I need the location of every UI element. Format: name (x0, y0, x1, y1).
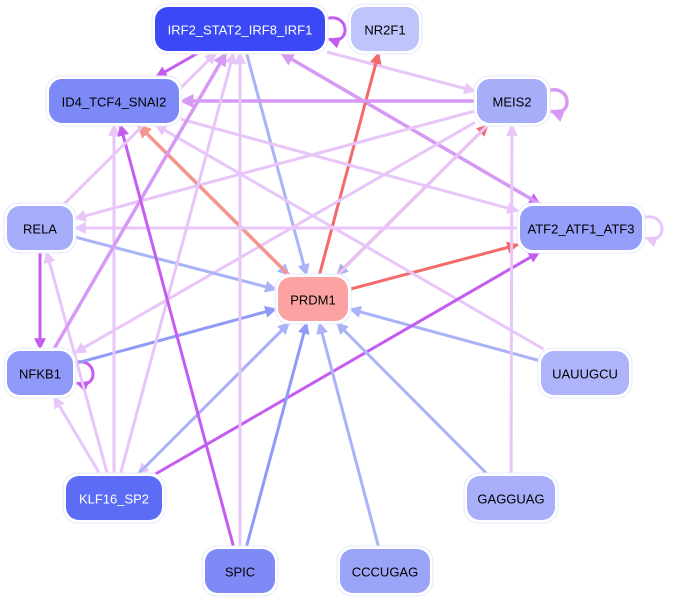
node-box (205, 549, 275, 593)
edge-rela-to-prdm1 (74, 235, 278, 293)
edge-spic-to-prdm1 (244, 321, 310, 548)
node-label: KLF16_SP2 (79, 492, 149, 507)
edge-meis2-to-rela (73, 109, 476, 222)
node-nfkb1[interactable]: NFKB1 (3, 347, 77, 399)
node-label: GAGGUAG (477, 492, 544, 507)
node-label: UAUUGCU (552, 367, 618, 382)
node-box (7, 351, 73, 395)
edge-meis2-to-meis2 (546, 88, 569, 122)
edge-klf16-sp2-to-atf2-atf1-atf3 (154, 250, 541, 476)
edge-nfkb1-to-prdm1 (74, 306, 278, 365)
node-uauugcu[interactable]: UAUUGCU (537, 347, 633, 399)
node-klf16-sp2[interactable]: KLF16_SP2 (62, 472, 166, 524)
node-label: IRF2_STAT2_IRF8_IRF1 (168, 23, 313, 38)
edge-meis2-to-nfkb1 (73, 121, 476, 355)
edge-uauugcu-to-prdm1 (348, 306, 540, 362)
node-box (278, 277, 348, 321)
edge-irf2-stat2-irf8-irf1-to-irf2-stat2-irf8-irf1 (324, 16, 347, 49)
node-prdm1[interactable]: PRDM1 (274, 273, 352, 325)
node-box (49, 79, 179, 123)
node-box (520, 206, 642, 250)
edge-prdm1-to-atf2-atf1-atf3 (349, 241, 520, 291)
node-label: PRDM1 (290, 293, 336, 308)
node-box (66, 476, 162, 520)
node-box (340, 549, 430, 593)
edge-spic-to-id4-tcf4-snai2 (117, 123, 236, 548)
edge-id4-tcf4-snai2-to-atf2-atf1-atf3 (180, 117, 520, 214)
node-label: SPIC (225, 565, 255, 580)
node-label: ID4_TCF4_SNAI2 (62, 95, 167, 110)
node-nr2f1[interactable]: NR2F1 (347, 3, 423, 55)
node-box (155, 7, 325, 51)
node-atf2-atf1-atf3[interactable]: ATF2_ATF1_ATF3 (516, 202, 646, 254)
node-label: RELA (23, 222, 57, 237)
edge-gagguag-to-prdm1 (335, 321, 489, 476)
node-label: CCCUGAG (352, 565, 418, 580)
edge-rela-to-irf2-stat2-irf8-irf1 (63, 51, 217, 206)
node-label: MEIS2 (492, 95, 531, 110)
edge-cccugag-to-prdm1 (316, 321, 381, 548)
edge-klf16-sp2-to-nfkb1 (52, 395, 102, 475)
edge-gagguag-to-meis2 (505, 123, 518, 475)
node-gagguag[interactable]: GAGGUAG (463, 472, 559, 524)
edge-irf2-stat2-irf8-irf1-to-meis2 (326, 50, 477, 95)
node-label: ATF2_ATF1_ATF3 (528, 222, 635, 237)
edge-atf2-atf1-atf3-to-atf2-atf1-atf3 (641, 215, 664, 248)
node-label: NFKB1 (19, 367, 61, 382)
node-meis2[interactable]: MEIS2 (473, 75, 551, 127)
edge-uauugcu-to-id4-tcf4-snai2 (154, 123, 545, 351)
node-spic[interactable]: SPIC (201, 545, 279, 597)
edge-klf16-sp2-to-prdm1 (136, 321, 291, 476)
node-box (467, 476, 555, 520)
node-box (477, 79, 547, 123)
edge-klf16-sp2-to-irf2-stat2-irf8-irf1 (118, 51, 237, 475)
node-label: NR2F1 (364, 23, 405, 38)
node-box (351, 7, 419, 51)
node-cccugag[interactable]: CCCUGAG (336, 545, 434, 597)
node-irf2-stat2-irf8-irf1[interactable]: IRF2_STAT2_IRF8_IRF1 (151, 3, 329, 55)
node-id4-tcf4-snai2[interactable]: ID4_TCF4_SNAI2 (45, 75, 183, 127)
node-box (7, 206, 73, 250)
edge-irf2-stat2-irf8-irf1-to-id4-tcf4-snai2 (154, 51, 199, 79)
edge-klf16-sp2-to-rela (43, 250, 109, 475)
node-box (541, 351, 629, 395)
edge-prdm1-to-id4-tcf4-snai2 (136, 123, 291, 277)
node-rela[interactable]: RELA (3, 202, 77, 254)
